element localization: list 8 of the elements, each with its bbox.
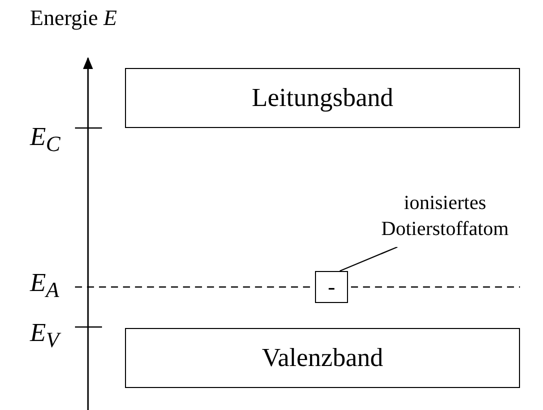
energy-level-label: E$_{A}$	[30, 268, 60, 304]
energy-level-label: E$_{V}$	[30, 318, 60, 354]
band-box: Leitungsband	[125, 68, 520, 128]
ion-box: -	[315, 271, 348, 303]
band-box: Valenzband	[125, 328, 520, 388]
axis-label: Energie E	[30, 5, 117, 31]
leader-line	[340, 246, 398, 272]
energy-level-label: E$_{C}$	[30, 122, 60, 158]
